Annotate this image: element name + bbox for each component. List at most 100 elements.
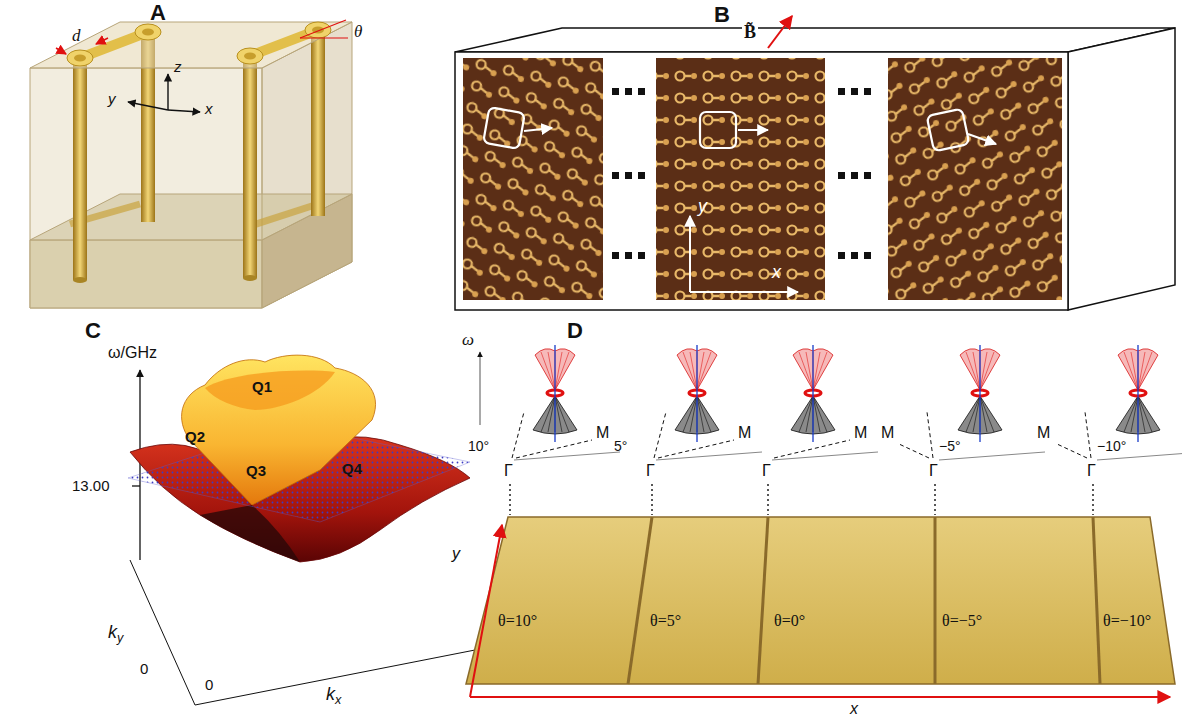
point-label: Γ	[504, 462, 513, 480]
metal-rod	[73, 58, 87, 280]
metal-rod	[311, 30, 325, 216]
point-label: Γ	[929, 462, 938, 480]
cone-mesh	[541, 396, 555, 432]
point-label: M	[854, 424, 867, 442]
tick-label: 0	[140, 660, 148, 677]
axis-label: x	[205, 100, 213, 117]
cone-mesh	[548, 396, 555, 432]
sample-photo	[463, 58, 603, 300]
cone-mesh	[555, 352, 562, 390]
field-label: B̃	[742, 22, 758, 43]
cone-diagram	[1057, 345, 1182, 515]
cone-mesh	[1138, 352, 1152, 390]
cone-mesh	[806, 396, 813, 432]
axis-arrow	[689, 216, 691, 292]
illustration-part	[638, 252, 645, 259]
illustration-part	[864, 252, 871, 259]
cone-mesh	[813, 352, 827, 390]
field-arrow	[768, 16, 792, 48]
region-label: θ=−10°	[1103, 612, 1151, 630]
angle-reference-line	[300, 37, 348, 38]
illustration-part	[625, 252, 632, 259]
illustration-part	[851, 172, 858, 179]
angle-label: θ	[354, 22, 362, 42]
cone-mesh	[966, 396, 980, 432]
panel-letter: B	[714, 2, 730, 27]
orientation-arrow	[968, 134, 996, 144]
illustration-part	[838, 172, 845, 179]
frequency-line	[812, 345, 813, 442]
cone-mesh	[973, 396, 980, 432]
illustration-part	[625, 172, 632, 179]
floor-line	[656, 452, 762, 460]
cube-side	[262, 22, 352, 308]
unit-cell-frame	[700, 112, 736, 148]
metal-rod	[243, 56, 257, 278]
axis-label: y	[452, 545, 460, 563]
angle-label: −5°	[939, 438, 961, 454]
pad	[305, 22, 331, 38]
reference-line	[1085, 412, 1091, 458]
tick-label: 0	[205, 676, 213, 693]
angle-line	[300, 20, 346, 38]
cone-mesh	[980, 352, 994, 390]
illustration-part	[625, 88, 632, 95]
cone-shading	[205, 371, 335, 410]
axis-arrow	[470, 696, 1170, 698]
tick-label: 13.00	[72, 477, 110, 494]
panel-letter: A	[150, 0, 166, 25]
frequency-axis	[480, 352, 481, 425]
ky-axis	[130, 560, 195, 705]
panel-letter: D	[567, 318, 583, 343]
rod-end	[73, 277, 87, 283]
cone-diagram	[510, 345, 620, 515]
axis-label: y	[108, 90, 116, 107]
cone-mesh	[1131, 396, 1138, 432]
axis-label: ω/GHz	[108, 344, 157, 362]
cone-mesh	[555, 396, 562, 432]
cone-mesh	[1138, 396, 1152, 432]
panel-letter: C	[85, 318, 101, 343]
plate-divider	[1093, 517, 1100, 684]
point-label: M	[738, 424, 751, 442]
point-label: M	[881, 424, 894, 442]
unit-cell-frame	[927, 109, 970, 152]
axis-label: x	[850, 700, 858, 718]
frequency-line	[696, 345, 697, 442]
dotted-leader	[509, 484, 510, 515]
cone-diagram	[768, 345, 878, 515]
pad-hole	[244, 53, 256, 60]
floor-line	[772, 452, 878, 460]
illustration-part	[612, 88, 619, 95]
region-label: θ=−5°	[942, 612, 982, 630]
axis-arrow	[690, 291, 798, 293]
point-label: M	[596, 424, 609, 442]
cone-mesh	[813, 352, 820, 390]
angle-label: 5°	[614, 438, 627, 454]
axis-arrow	[168, 110, 200, 112]
dotted-leader	[1092, 484, 1093, 515]
ellipsis-dots	[612, 88, 871, 259]
sample-photo	[656, 58, 825, 300]
axis-label: z	[174, 58, 182, 75]
axis-arrow	[470, 525, 502, 697]
axis-label: ω	[462, 330, 474, 350]
region-label: θ=10°	[498, 612, 537, 630]
frequency-line	[1137, 345, 1138, 442]
plate-divider	[758, 517, 768, 684]
illustration-part	[838, 88, 845, 95]
cone-mesh	[1131, 352, 1138, 390]
direction-line	[516, 440, 592, 458]
cone-mesh	[1124, 396, 1138, 432]
box-top	[455, 28, 1175, 52]
cone-mesh	[806, 352, 813, 390]
orientation-arrow	[738, 129, 768, 131]
cube-top	[30, 22, 352, 68]
dimension-label: d	[72, 26, 81, 46]
cone-mesh	[697, 396, 704, 432]
point-label: Q2	[185, 428, 205, 445]
axis-arrow	[167, 74, 168, 110]
cone-mesh	[548, 352, 555, 390]
cone-mesh	[799, 396, 813, 432]
